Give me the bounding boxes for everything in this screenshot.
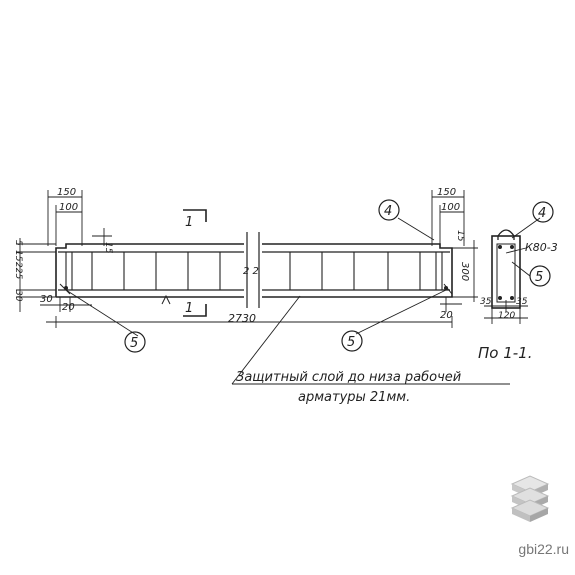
dim-35-left: 35 xyxy=(480,297,492,307)
dim-15-right: 15 xyxy=(455,230,465,242)
dim-150-left: 150 xyxy=(57,187,76,198)
cross-section xyxy=(484,229,528,324)
dim-total-length: 2730 xyxy=(228,312,256,325)
dim-150-right: 150 xyxy=(437,187,456,198)
svg-text:4: 4 xyxy=(384,204,392,219)
callout-5-section: 5 xyxy=(529,265,551,287)
svg-text:5: 5 xyxy=(347,335,355,350)
section-marker-bottom: 1 xyxy=(185,301,193,316)
dim-20-left: 20 xyxy=(62,302,75,313)
svg-text:5: 5 xyxy=(130,336,138,351)
stirrups xyxy=(65,252,443,290)
dim-15-left: 15 xyxy=(103,242,113,254)
callout-5-right: 5 xyxy=(341,330,363,352)
note-line-2: арматуры 21мм. xyxy=(298,390,410,405)
beam-elevation: 2 2 xyxy=(55,232,453,308)
section-loop xyxy=(497,229,515,240)
dim-35-right: 35 xyxy=(516,297,528,307)
note-line-1: Защитный слой до низа рабочей xyxy=(236,370,461,385)
beam-contour xyxy=(55,243,453,298)
callout-5-left: 5 xyxy=(124,331,146,353)
dim-300: 300 xyxy=(459,262,470,281)
section-title: По 1-1. xyxy=(478,344,533,362)
right-dimensions xyxy=(431,190,478,312)
dim-100-left: 100 xyxy=(59,202,78,213)
label-k80-3: К80-3 xyxy=(525,241,558,254)
section-marker-top: 1 xyxy=(185,215,193,230)
callout-4-left: 4 xyxy=(378,199,400,221)
svg-text:4: 4 xyxy=(538,206,546,221)
left-dimensions xyxy=(16,190,453,328)
callout-4-right: 4 xyxy=(532,201,554,223)
watermark-site: gbi22.ru xyxy=(518,541,569,557)
dim-30-bottom: 30 xyxy=(40,294,53,305)
dim-20-right: 20 xyxy=(440,310,453,321)
logo-icon xyxy=(510,475,550,522)
section-cut-markers: 1 1 xyxy=(183,209,207,317)
dim-5: 5 xyxy=(13,240,23,246)
svg-text:2 2: 2 2 xyxy=(243,266,259,277)
dim-100-right: 100 xyxy=(441,202,460,213)
dim-30-vertical: 30 xyxy=(13,290,23,302)
dim-225: 225 xyxy=(13,262,23,279)
dim-120: 120 xyxy=(498,311,515,321)
callout-leaders xyxy=(65,217,541,385)
svg-text:5: 5 xyxy=(535,270,543,285)
dim-15-mid: 15 xyxy=(13,250,23,262)
